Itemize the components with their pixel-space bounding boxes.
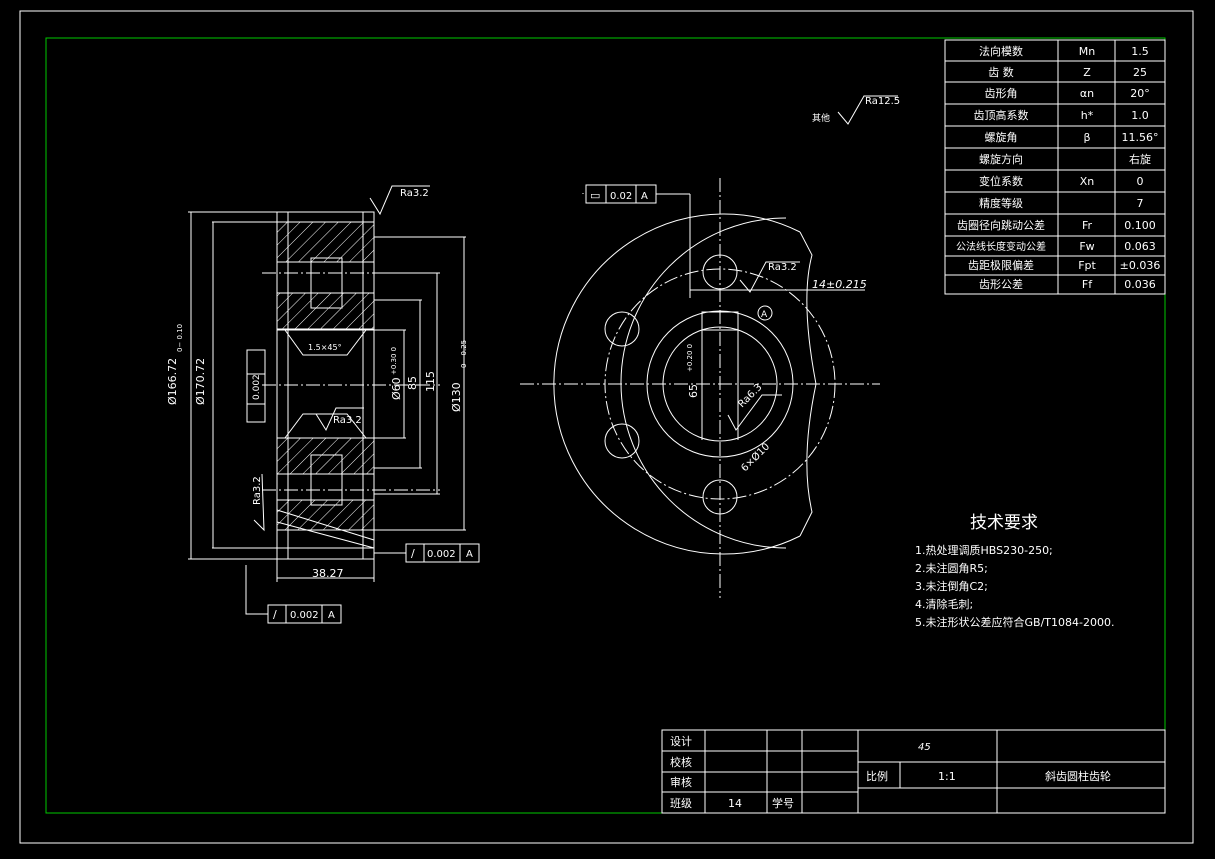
parameter-table <box>944 39 1166 295</box>
title-block <box>661 729 1166 814</box>
gdt-run1-value: 0.002 <box>427 549 456 560</box>
dim-chamfer: 1.5×45° <box>308 343 342 352</box>
param-symbol: Fw <box>1079 240 1094 253</box>
outer-border <box>19 10 1194 844</box>
dim-key-depth: 65 <box>687 384 700 398</box>
notes-title: 技术要求 <box>970 513 1038 533</box>
tb-review: 审核 <box>670 775 692 789</box>
dim-ref-diameter: Ø170.72 <box>194 358 207 405</box>
param-value: 20° <box>1130 87 1150 100</box>
param-value: 7 <box>1137 197 1144 210</box>
gdt-run2-symbol: ∕ <box>273 608 277 621</box>
param-name: 精度等级 <box>979 196 1023 210</box>
param-name: 齿顶高系数 <box>974 108 1029 122</box>
tb-class-value: 14 <box>728 797 742 810</box>
param-name: 齿形角 <box>985 87 1018 100</box>
note-item: 3.未注倒角C2; <box>915 579 988 593</box>
tb-design: 设计 <box>670 735 692 748</box>
inner-border <box>45 37 1166 814</box>
gdt-run1-datum: A <box>466 549 473 560</box>
dim-bore-tolerance: +0.30 0 <box>390 347 398 375</box>
note-item: 2.未注圆角R5; <box>915 561 988 575</box>
gdt-flatness-datum: A <box>641 191 648 202</box>
front-view <box>520 95 898 598</box>
param-name: 变位系数 <box>979 174 1023 188</box>
param-value: 0.100 <box>1124 219 1156 232</box>
note-item: 5.未注形状公差应符合GB/T1084-2000. <box>915 615 1114 629</box>
param-name: 公法线长度变动公差 <box>956 240 1046 253</box>
param-name: 螺旋方向 <box>979 152 1023 166</box>
param-value: 0.036 <box>1124 278 1156 291</box>
dim-width: 38.27 <box>312 567 344 580</box>
rough-bore-front: Ra6.3 <box>736 382 764 410</box>
rough-other-label: 其他 <box>812 112 830 124</box>
dim-130: Ø130 <box>450 382 463 412</box>
tb-scale-label: 比例 <box>866 769 888 783</box>
dim-holes: 6×Ø10 <box>739 441 772 474</box>
datum-a-label: A <box>761 310 768 320</box>
dim-tip-diameter: Ø166.72 <box>166 358 179 405</box>
param-symbol: Xn <box>1080 175 1095 188</box>
gdt-run1-symbol: ∕ <box>411 547 415 560</box>
param-symbol: h* <box>1081 109 1094 122</box>
note-item: 4.清除毛刺; <box>915 597 973 611</box>
gdt-run2-datum: A <box>328 610 335 621</box>
rough-other: Ra12.5 <box>865 96 900 107</box>
rough-keyway: Ra3.2 <box>768 262 797 273</box>
param-value: 0 <box>1137 175 1144 188</box>
gdt-side-value: 0.002 <box>252 374 262 400</box>
section-view <box>188 185 480 624</box>
tb-class: 班级 <box>670 797 692 810</box>
param-name: 螺旋角 <box>985 130 1018 144</box>
param-symbol: Fr <box>1082 219 1093 232</box>
note-item: 1.热处理调质HBS230-250; <box>915 544 1053 557</box>
param-name: 法向模数 <box>979 44 1023 58</box>
param-symbol: Ff <box>1082 278 1093 291</box>
dim-130-tolerance: 0− 0.25 <box>460 340 468 368</box>
rough-top: Ra3.2 <box>400 188 429 199</box>
rough-bore: Ra3.2 <box>333 415 362 426</box>
gdt-run2-value: 0.002 <box>290 610 319 621</box>
parameter-table-text: 法向模数 Mn 1.5 齿 数 Z 25 齿形角 αn 20° 齿顶高系数 h*… <box>956 44 1160 291</box>
param-value: 1.5 <box>1131 45 1149 58</box>
param-value: 11.56° <box>1122 131 1159 144</box>
param-value: 1.0 <box>1131 109 1149 122</box>
rough-side: Ra3.2 <box>252 476 263 505</box>
dim-tip-tolerance: 0− 0.10 <box>176 324 184 352</box>
tb-check: 校核 <box>670 755 692 769</box>
tb-part-name: 斜齿圆柱齿轮 <box>1045 769 1111 783</box>
tb-material: 45 <box>918 742 931 753</box>
tb-student-no: 学号 <box>772 796 794 810</box>
param-name: 齿圈径向跳动公差 <box>957 218 1045 232</box>
gdt-flatness-value: 0.02 <box>610 191 632 202</box>
param-value: 25 <box>1133 66 1147 79</box>
param-name: 齿 数 <box>988 66 1014 79</box>
param-value: 右旋 <box>1129 152 1151 166</box>
param-symbol: Z <box>1083 66 1091 79</box>
param-symbol: Fpt <box>1078 259 1096 272</box>
gdt-flatness-symbol: ▭ <box>590 189 600 202</box>
param-value: ±0.036 <box>1120 259 1161 272</box>
param-symbol: β <box>1083 131 1090 144</box>
tb-scale-value: 1:1 <box>938 770 956 783</box>
param-symbol: αn <box>1080 87 1094 100</box>
dim-bore: Ø60 <box>390 377 403 400</box>
dim-key-width: 14±0.215 <box>812 278 867 291</box>
param-value: 0.063 <box>1124 240 1156 253</box>
dim-115: 115 <box>424 371 437 392</box>
param-name: 齿形公差 <box>979 277 1023 291</box>
param-symbol: Mn <box>1079 45 1095 58</box>
dim-85: 85 <box>406 376 419 390</box>
dim-key-depth-tolerance: +0.20 0 <box>686 344 694 372</box>
param-name: 齿距极限偏差 <box>968 258 1034 272</box>
